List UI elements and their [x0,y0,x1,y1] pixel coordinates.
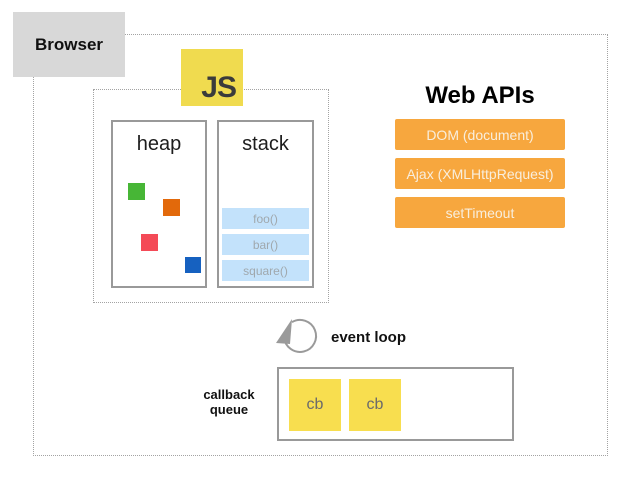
event-loop-cycle-icon [276,314,320,358]
web-api-dom: DOM (document) [395,119,565,150]
callback-item: cb [289,379,341,431]
stack-frames: foo() bar() square() [222,208,309,281]
stack-frame: square() [222,260,309,281]
js-logo: JS [181,49,243,106]
callback-queue-box: cb cb [277,367,514,441]
web-api-ajax: Ajax (XMLHttpRequest) [395,158,565,189]
event-loop-label: event loop [331,329,407,346]
callback-queue-label-line2: queue [209,402,249,417]
callback-queue-label: callback queue [193,387,265,417]
callback-queue-label-line1: callback [203,387,255,402]
stack-frame: bar() [222,234,309,255]
heap-label: heap [136,133,182,155]
heap-object-red-square [141,234,158,251]
heap-object-blue-square [185,257,201,273]
web-api-settimeout: setTimeout [395,197,565,228]
browser-boundary [33,34,608,456]
callback-item: cb [349,379,401,431]
heap-object-green-square [128,183,145,200]
js-logo-text: JS [201,71,237,104]
browser-label-box: Browser [13,12,125,77]
stack-frame: foo() [222,208,309,229]
heap-object-orange-square [163,199,180,216]
web-apis-title: Web APIs [425,82,535,109]
stack-panel: stack foo() bar() square() [217,120,314,288]
heap-panel: heap [111,120,207,288]
stack-label: stack [242,133,289,155]
browser-label: Browser [34,34,104,54]
